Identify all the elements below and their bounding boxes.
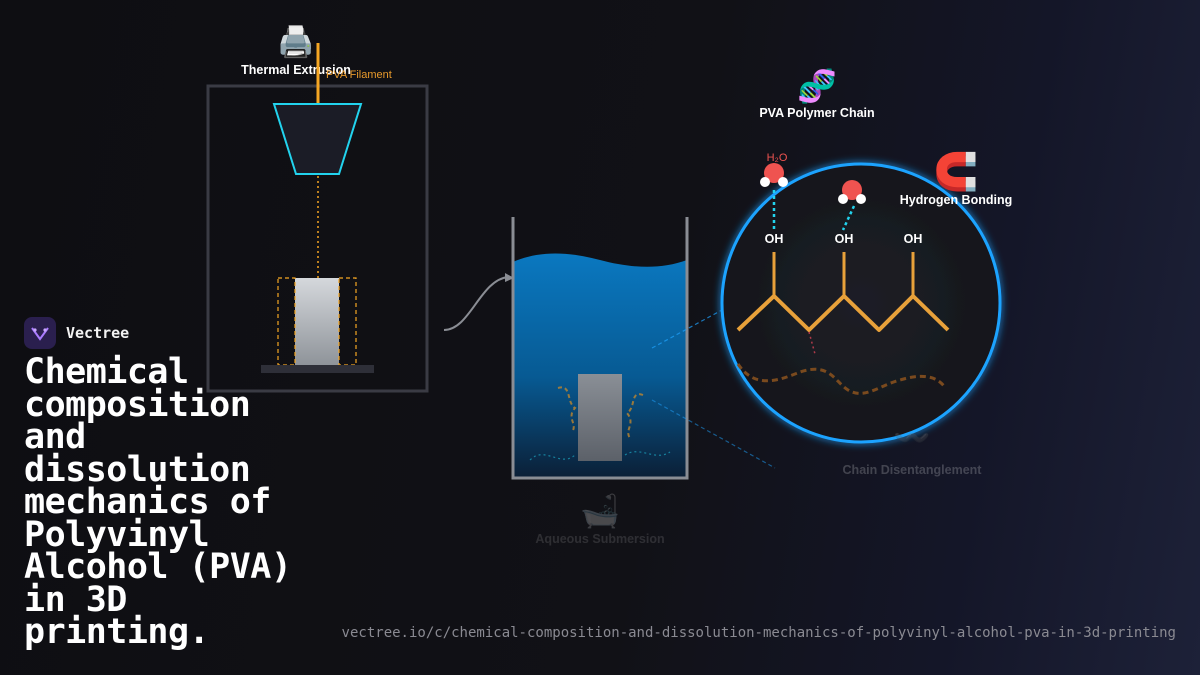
chain-link <box>808 331 816 355</box>
dissolving-support-right <box>625 393 644 439</box>
hotend-nozzle <box>272 103 363 175</box>
source-url: vectree.io/c/chemical-composition-and-di… <box>341 625 1176 641</box>
bathtub-icon: 🛁 <box>580 493 620 529</box>
pva-support-left <box>277 277 296 366</box>
hydroxyl-label-1: OH <box>765 232 784 246</box>
transfer-arrow <box>443 276 509 331</box>
water-molecule-2 <box>838 180 866 204</box>
transfer-arrow-head <box>505 273 514 282</box>
printer-icon: 🖨️ <box>277 24 314 59</box>
vectree-logo-icon <box>24 317 56 349</box>
submerged-part <box>578 374 622 461</box>
dissolving-support-left <box>557 386 577 433</box>
dispersed-polymer <box>529 451 671 461</box>
water-molecule-1 <box>760 163 788 187</box>
wavy-icon: 〰️ <box>893 422 930 455</box>
pva-backbone <box>736 294 950 332</box>
water-tank <box>511 217 689 480</box>
magnified-circle <box>720 162 1002 444</box>
aqueous-submersion-label: Aqueous Submersion <box>535 532 664 546</box>
zoom-line-top <box>651 309 723 349</box>
magnet-icon: 🧲 <box>934 151 979 192</box>
molecular-view: 🧬 PVA Polymer Chain 🧲 Hydrogen Bonding H… <box>720 67 1013 477</box>
page-title: Chemical composition and dissolution mec… <box>24 352 292 652</box>
disentangling-chain <box>736 363 946 395</box>
chain-disentanglement-label: Chain Disentanglement <box>843 463 983 477</box>
zoom-line-bottom <box>651 399 776 469</box>
brand-name: Vectree <box>66 324 130 342</box>
extrusion-stage: 🖨️ Thermal Extrusion PVA Filament <box>206 24 429 393</box>
pva-support-right <box>338 277 357 366</box>
printed-part <box>295 278 339 366</box>
pva-filament-label: PVA Filament <box>326 69 392 81</box>
hydroxyl-label-3: OH <box>904 232 923 246</box>
thermal-extrusion-label: Thermal Extrusion <box>241 63 351 77</box>
hydroxyl-label-2: OH <box>835 232 854 246</box>
pva-polymer-chain-label: PVA Polymer Chain <box>759 106 874 120</box>
dna-icon: 🧬 <box>797 67 837 105</box>
hydrogen-bonding-label: Hydrogen Bonding <box>900 193 1013 207</box>
water-volume <box>513 253 687 478</box>
build-plate <box>261 365 374 373</box>
submersion-stage: 🛁 Aqueous Submersion <box>511 217 689 546</box>
water-molecule-label: H₂O <box>767 152 788 164</box>
hydrogen-bond-2 <box>841 205 856 231</box>
brand: Vectree <box>24 317 129 349</box>
